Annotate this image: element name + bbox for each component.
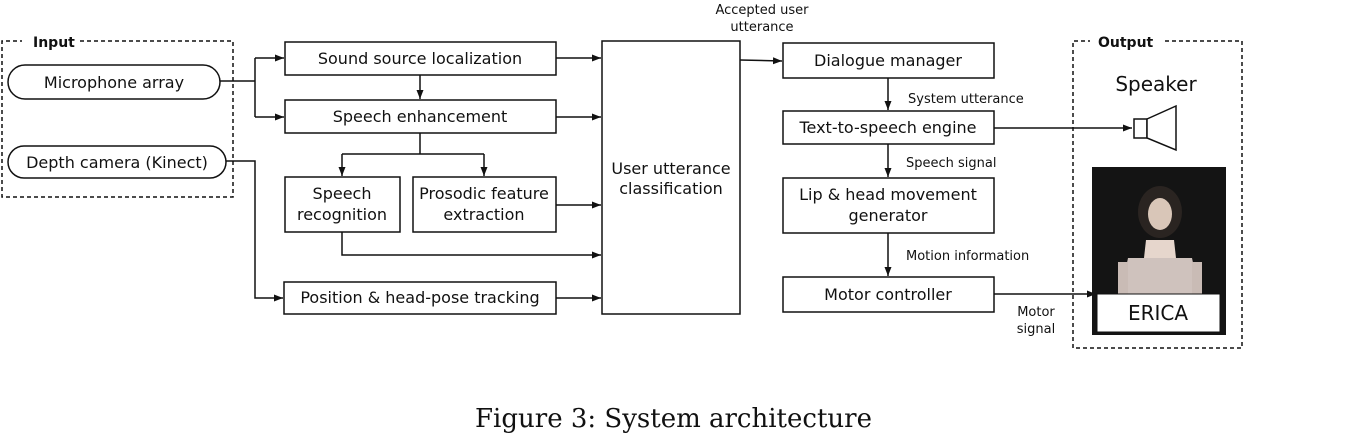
output-group: Output <box>1072 35 1243 349</box>
speech-recognition-label-line2: recognition <box>297 205 387 224</box>
dialogue-manager-box: Dialogue manager <box>782 42 995 79</box>
accepted-utterance-label-line2: utterance <box>730 20 793 35</box>
input-group-border <box>1 40 234 198</box>
input-group-title: Input <box>33 35 75 51</box>
speaker-output: Speaker <box>1115 72 1197 152</box>
output-group-border <box>1072 40 1243 349</box>
output-group-title: Output <box>1098 35 1154 51</box>
position-head-pose-tracking-label: Position & head-pose tracking <box>300 288 539 307</box>
arrow-uuc-to-dm <box>739 57 783 65</box>
microphone-array-node: Microphone array <box>7 64 221 100</box>
erica-label-panel <box>1096 293 1221 333</box>
lip-head-movement-label-line2: generator <box>848 206 927 225</box>
sound-source-localization-box: Sound source localization <box>284 41 557 76</box>
figure-caption: Figure 3: System architecture <box>475 404 872 434</box>
user-utterance-classification-box: User utterance classification <box>601 40 741 315</box>
motor-controller-label: Motor controller <box>824 285 952 304</box>
prosodic-feature-label-line2: extraction <box>443 205 524 224</box>
text-to-speech-engine-label: Text-to-speech engine <box>798 118 976 137</box>
se-split-connector <box>342 133 484 155</box>
speaker-label: Speaker <box>1115 72 1197 96</box>
arrow-depth-to-tracking <box>226 160 283 302</box>
speech-enhancement-box: Speech enhancement <box>284 99 557 134</box>
sound-source-localization-label: Sound source localization <box>318 49 522 68</box>
speech-recognition-label-line1: Speech <box>313 184 372 203</box>
prosodic-feature-extraction-box: Prosodic feature extraction <box>412 176 557 233</box>
motor-controller-box: Motor controller <box>782 276 995 313</box>
lip-head-movement-generator-box: Lip & head movement generator <box>782 177 995 234</box>
architecture-diagram: Input Output Microphone array Depth came… <box>1 3 1243 349</box>
motion-information-label: Motion information <box>906 249 1029 264</box>
text-to-speech-engine-box: Text-to-speech engine <box>782 110 995 145</box>
erica-robot-photo: ERICA <box>1092 167 1226 335</box>
dialogue-manager-label: Dialogue manager <box>814 51 962 70</box>
robot-figure-icon <box>1118 186 1202 296</box>
connectors <box>220 54 1132 302</box>
arrow-sr-to-uuc <box>341 232 601 259</box>
depth-camera-label: Depth camera (Kinect) <box>26 153 208 172</box>
position-head-pose-tracking-box: Position & head-pose tracking <box>283 281 557 315</box>
motor-signal-label-line2: signal <box>1017 322 1055 337</box>
accepted-utterance-label-line1: Accepted user <box>715 3 809 18</box>
speech-enhancement-label: Speech enhancement <box>333 107 508 126</box>
motor-signal-label-line1: Motor <box>1017 305 1055 320</box>
lip-head-movement-label-line1: Lip & head movement <box>799 185 977 204</box>
system-utterance-label: System utterance <box>908 92 1024 107</box>
speech-signal-label: Speech signal <box>906 156 996 171</box>
speaker-icon <box>1133 104 1177 152</box>
user-utterance-classification-line2: classification <box>619 179 723 198</box>
erica-label: ERICA <box>1128 301 1188 325</box>
user-utterance-classification-line1: User utterance <box>611 159 730 178</box>
speech-recognition-box: Speech recognition <box>284 176 401 233</box>
depth-camera-node: Depth camera (Kinect) <box>7 145 227 179</box>
input-group: Input <box>1 35 234 198</box>
microphone-array-label: Microphone array <box>44 73 184 92</box>
prosodic-feature-label-line1: Prosodic feature <box>419 184 549 203</box>
